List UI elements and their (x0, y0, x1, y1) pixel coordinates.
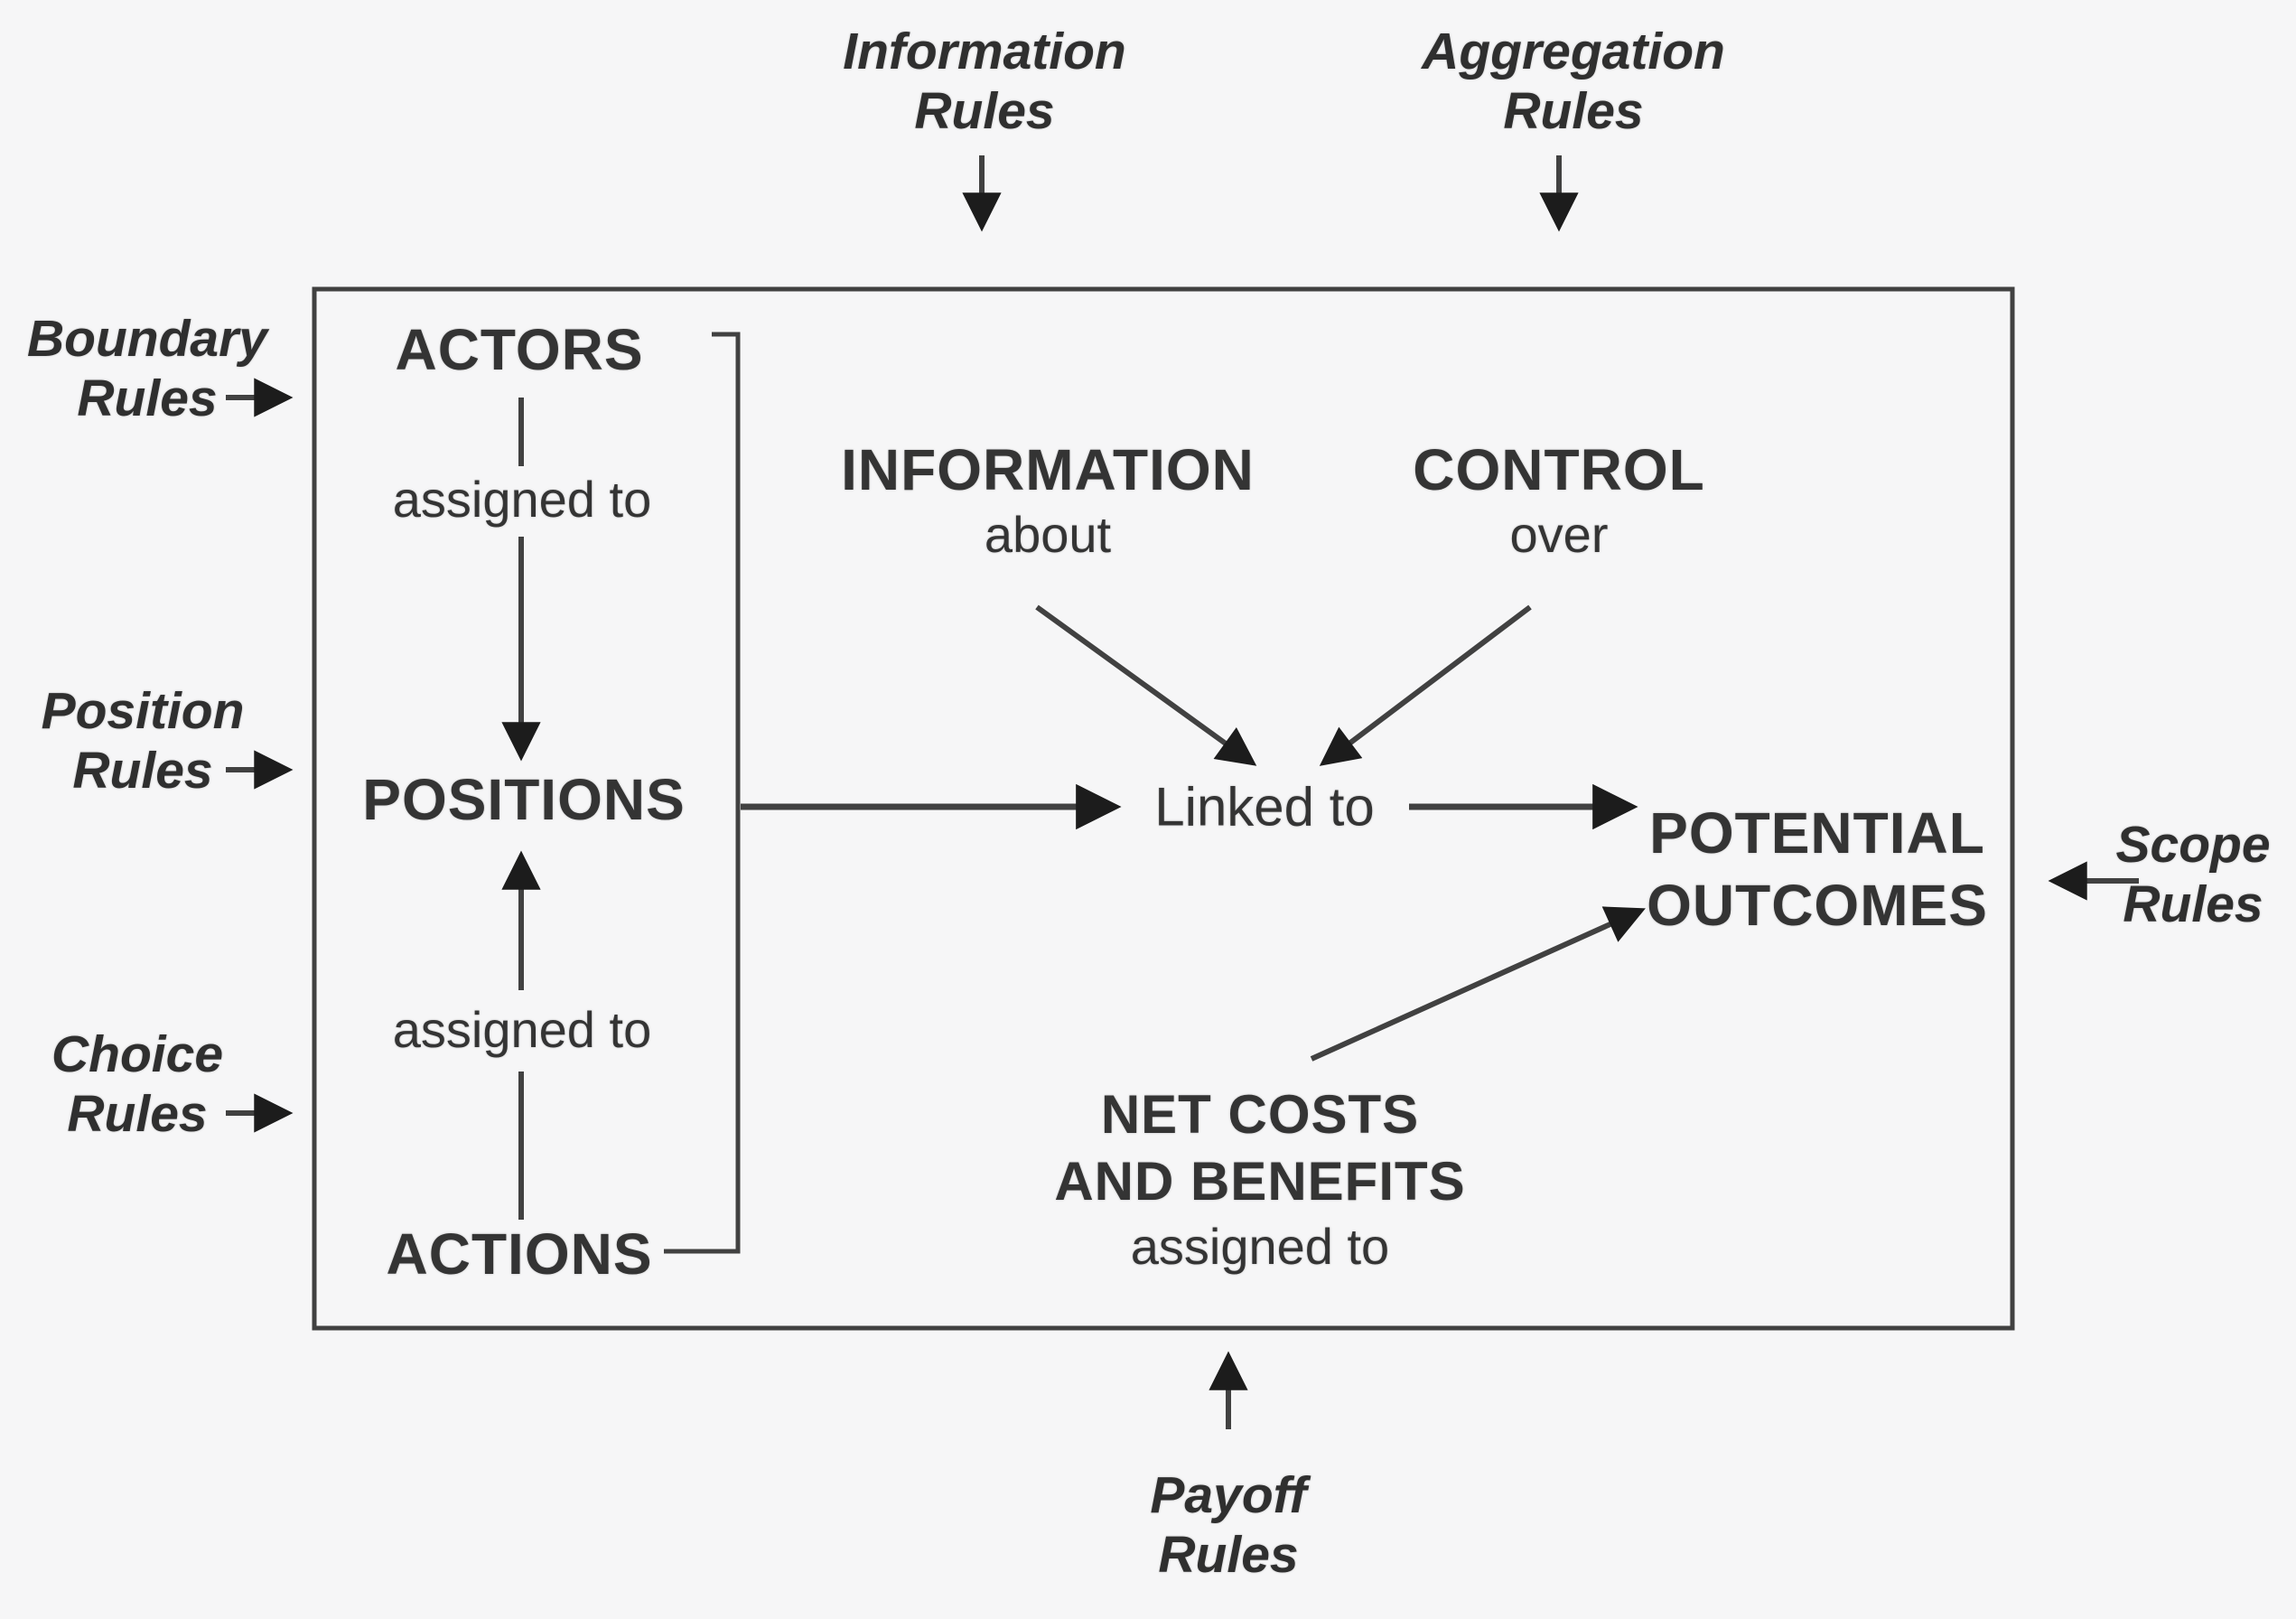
information-to-linked-arrow (1035, 604, 1257, 766)
netcosts-to-outcomes-arrow (1310, 906, 1646, 1062)
assigned-to-upper-label: assigned to (392, 471, 652, 528)
boundary-rules-label: Boundary Rules (26, 310, 268, 427)
actions-label: ACTIONS (386, 1221, 653, 1287)
positions-label: POSITIONS (362, 767, 686, 832)
aggregation-rules-label: Aggregation Rules (1422, 23, 1725, 140)
choice-rules-label: Choice Rules (51, 1025, 224, 1143)
scope-rules-label: Scope Rules (2115, 816, 2271, 933)
payoff-rules-label: Payoff Rules (1150, 1466, 1307, 1584)
information-rules-label: Information Rules (843, 23, 1126, 140)
potential-outcomes-label: POTENTIAL OUTCOMES (1647, 800, 1988, 938)
actors-label: ACTORS (395, 317, 644, 382)
outer-box (312, 286, 2015, 1331)
actors-actions-bracket (664, 332, 741, 1254)
control-to-linked-arrow (1319, 604, 1532, 766)
position-rules-label: Position Rules (41, 682, 245, 800)
net-costs-label: NET COSTS AND BENEFITS assigned to (1054, 1084, 1466, 1275)
information-about-label: INFORMATION about (841, 437, 1255, 563)
linked-to-label: Linked to (1154, 776, 1375, 838)
assigned-to-lower-label: assigned to (392, 1001, 652, 1058)
control-over-label: CONTROL over (1413, 437, 1705, 563)
